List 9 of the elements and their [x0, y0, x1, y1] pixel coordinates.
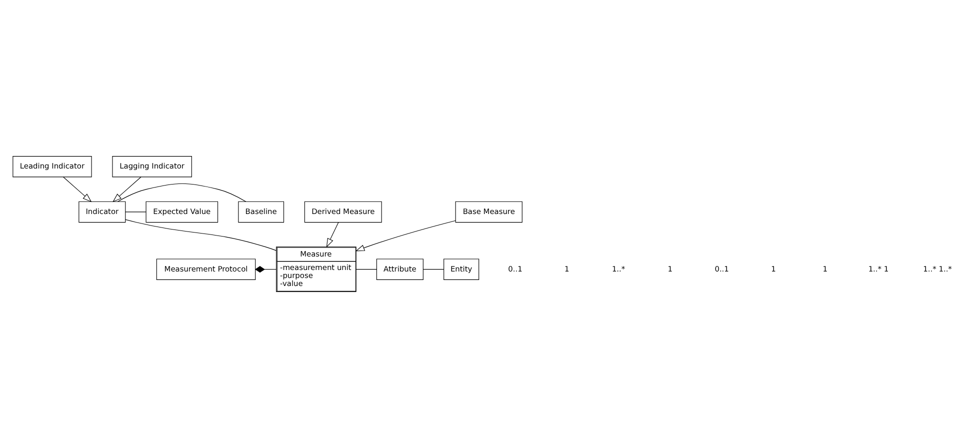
connector [254, 266, 276, 273]
arrow [63, 176, 92, 202]
connector [118, 183, 246, 202]
connector [422, 269, 444, 270]
arrow [326, 222, 339, 248]
arrow [112, 176, 142, 202]
connector [125, 219, 277, 251]
arrow [355, 220, 456, 252]
connector [356, 269, 377, 270]
